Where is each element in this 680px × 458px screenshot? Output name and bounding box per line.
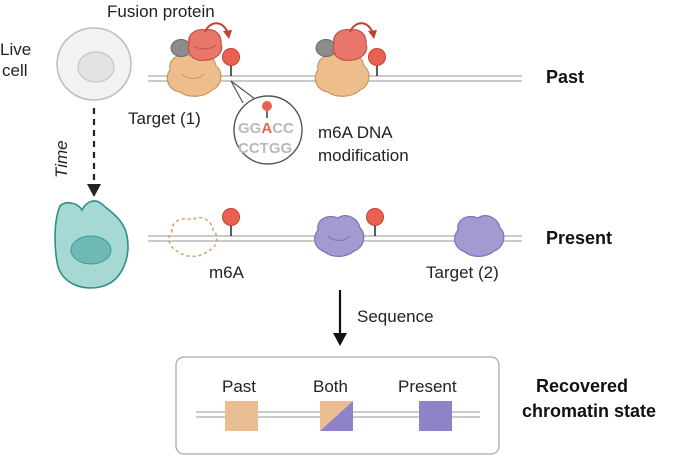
zoom-seq-top: GGACC (238, 120, 294, 137)
legend-past-label: Past (222, 377, 256, 396)
sequence-arrow-icon (333, 290, 347, 346)
recovered-label-line2: chromatin state (522, 401, 656, 421)
time-arrow-icon (87, 108, 101, 197)
present-row-label: Present (546, 228, 612, 248)
empty-binding-site-icon (168, 216, 218, 258)
m6a-mark-icon (222, 48, 240, 76)
live-cell-label-line1: Live (0, 40, 31, 59)
live-cell-icon (56, 27, 132, 101)
legend-present-label: Present (398, 377, 457, 396)
m6a-label: m6A (209, 263, 245, 282)
present-protein-icon (314, 215, 365, 257)
fusion-protein-icon (170, 29, 223, 61)
live-cell-label-line2: cell (2, 61, 28, 80)
legend-past-swatch (225, 401, 258, 431)
fusion-protein-label: Fusion protein (107, 2, 215, 21)
time-label: Time (52, 140, 71, 178)
target2-label: Target (2) (426, 263, 499, 282)
recovered-label-line1: Recovered (536, 376, 628, 396)
m6a-mark-icon (222, 208, 240, 236)
m6a-mark-icon (368, 48, 386, 76)
legend-both-label: Both (313, 377, 348, 396)
sequence-label: Sequence (357, 307, 434, 326)
m6a-mark-icon (366, 208, 384, 236)
m6a-dna-label-line2: modification (318, 146, 409, 165)
legend-present-swatch (419, 401, 452, 431)
m6a-dna-label-line1: m6A DNA (318, 123, 393, 142)
present-cell-icon (54, 200, 129, 289)
zoom-seq-bottom: CCTGG (238, 140, 292, 157)
sequence-zoom-callout: GGACC CCTGG (230, 80, 303, 165)
zoom-m6a-mark-icon (262, 101, 272, 118)
methylation-arrowhead-2 (368, 30, 377, 39)
present-protein-icon (454, 215, 505, 257)
legend-both-swatch (320, 401, 353, 431)
past-row-label: Past (546, 67, 584, 87)
target-protein-icon (166, 52, 222, 97)
fusion-protein-icon (315, 29, 368, 61)
methylation-arrowhead-1 (223, 30, 232, 39)
target1-label: Target (1) (128, 109, 201, 128)
